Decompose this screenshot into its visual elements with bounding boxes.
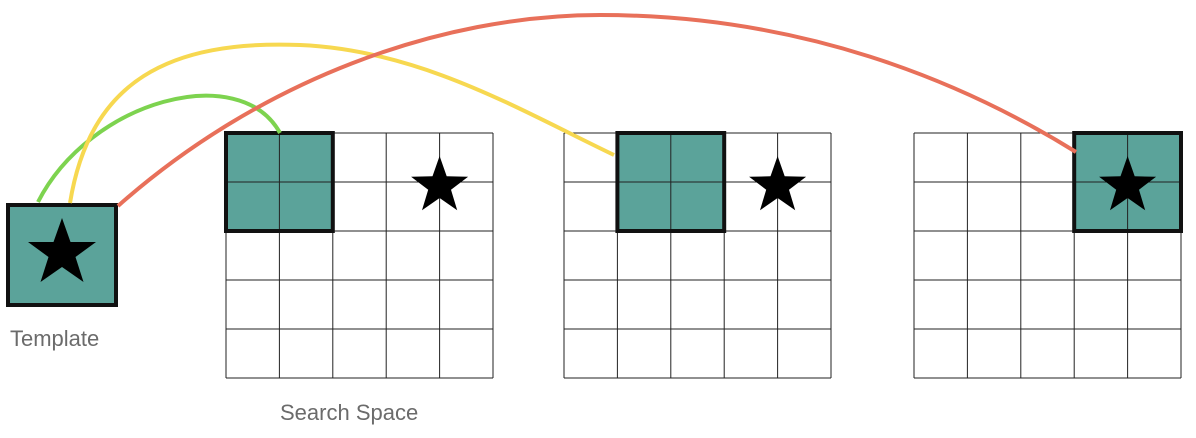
match-window-border — [1072, 131, 1183, 233]
green-arc — [36, 93, 282, 203]
template — [6, 203, 118, 307]
yellow-arc — [68, 42, 615, 204]
star-icon — [1099, 156, 1157, 211]
star-icon — [28, 218, 96, 282]
red-arc — [116, 12, 1078, 208]
search-grid-2 — [563, 131, 832, 379]
search-space-caption: Search Space — [280, 400, 419, 425]
search-grid-3 — [913, 131, 1183, 379]
search-grid-1 — [224, 131, 494, 379]
star-icon — [749, 156, 807, 211]
template-caption: Template — [10, 326, 100, 351]
star-icon — [411, 156, 469, 211]
match-window-border — [615, 131, 727, 233]
